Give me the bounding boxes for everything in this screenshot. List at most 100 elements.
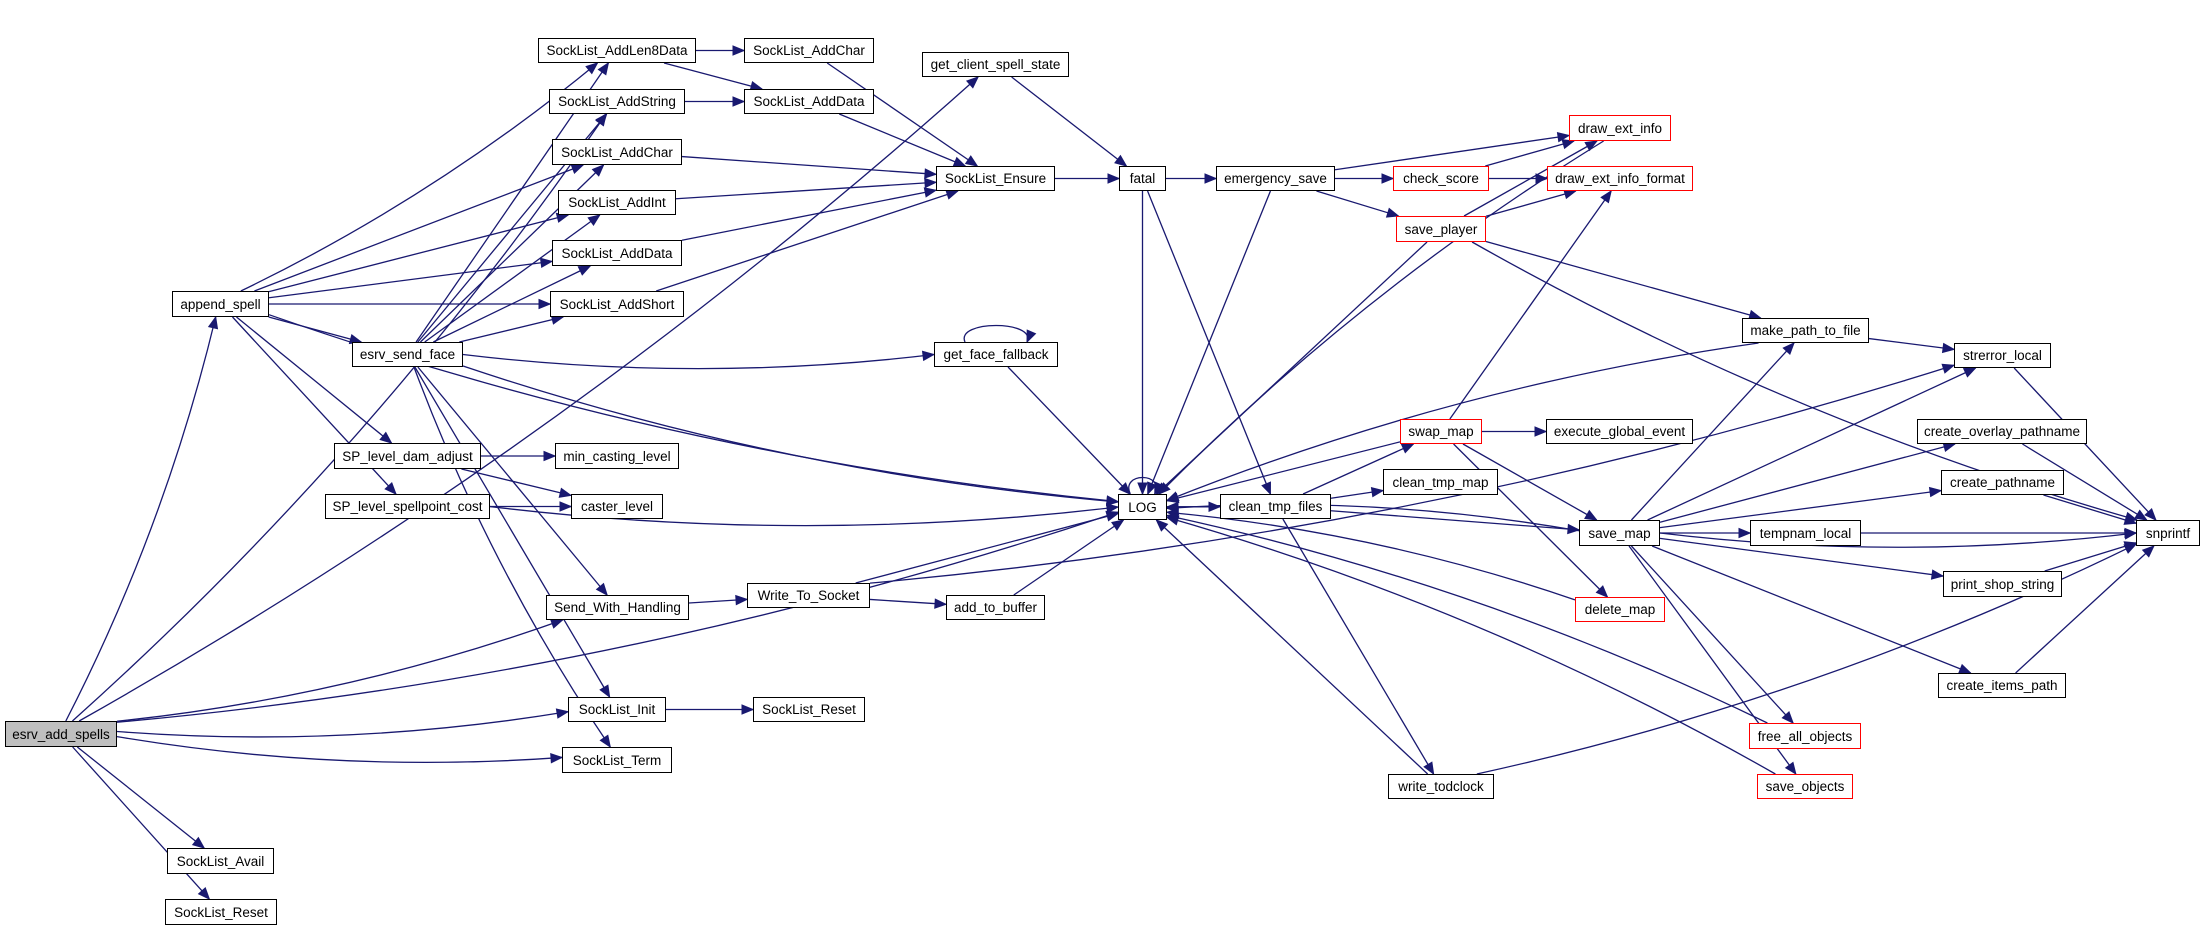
- node-fatal[interactable]: fatal: [1119, 166, 1166, 191]
- arrowhead-icon: [384, 481, 397, 495]
- node-delete-map[interactable]: delete_map: [1575, 597, 1665, 622]
- node-label: SP_level_spellpoint_cost: [332, 499, 483, 514]
- node-save-map[interactable]: save_map: [1579, 520, 1660, 546]
- node-get-client-spell-state[interactable]: get_client_spell_state: [922, 52, 1069, 77]
- node-socklist-ensure[interactable]: SockList_Ensure: [936, 166, 1055, 191]
- arrowhead-icon: [1930, 569, 1945, 580]
- node-socklist-term[interactable]: SockList_Term: [562, 747, 672, 773]
- edge-save-player-to-draw-ext-info-format: [1485, 189, 1577, 217]
- node-get-face-fallback[interactable]: get_face_fallback: [934, 342, 1058, 367]
- edge-line: [116, 735, 563, 764]
- node-draw-ext-info-format[interactable]: draw_ext_info_format: [1547, 166, 1693, 191]
- edge-line: [462, 365, 1119, 503]
- node-socklist-addint[interactable]: SockList_AddInt: [558, 190, 676, 215]
- node-socklist-adddata-a[interactable]: SockList_AddData: [744, 89, 874, 114]
- node-label: esrv_add_spells: [12, 726, 110, 742]
- node-socklist-adddata-b[interactable]: SockList_AddData: [552, 240, 682, 266]
- edge-line: [433, 265, 591, 343]
- arrowhead-icon: [1400, 443, 1415, 454]
- node-socklist-reset-a[interactable]: SockList_Reset: [753, 697, 865, 722]
- edge-line: [1630, 545, 1794, 724]
- node-label: SockList_AddChar: [561, 144, 673, 160]
- node-label: SockList_AddLen8Data: [546, 43, 688, 58]
- node-sp-level-dam-adjust[interactable]: SP_level_dam_adjust: [334, 443, 481, 469]
- node-snprintf[interactable]: snprintf: [2136, 520, 2200, 546]
- edge-append-spell-to-socklist-addlen8data: [240, 62, 599, 292]
- edge-write-todclock-to-log: [1155, 519, 1429, 775]
- node-label: SP_level_dam_adjust: [342, 448, 473, 464]
- arrowhead-icon: [1105, 511, 1120, 522]
- arrowhead-icon: [732, 45, 746, 56]
- arrowhead-icon: [585, 62, 599, 75]
- edge-write-to-socket-to-log: [855, 511, 1120, 584]
- edge-esrv-add-spells-to-socklist-term: [116, 735, 564, 764]
- node-label: min_casting_level: [563, 448, 671, 464]
- node-sp-level-spellpoint-cost[interactable]: SP_level_spellpoint_cost: [325, 494, 490, 519]
- node-socklist-avail[interactable]: SockList_Avail: [167, 848, 274, 874]
- edge-line: [1334, 134, 1570, 171]
- edge-append-spell-to-sp-level-spellpoint-cost: [232, 316, 397, 495]
- node-socklist-addchar-a[interactable]: SockList_AddChar: [744, 38, 874, 63]
- node-draw-ext-info[interactable]: draw_ext_info: [1569, 115, 1671, 141]
- arrowhead-icon: [1584, 509, 1598, 521]
- node-esrv-send-face[interactable]: esrv_send_face: [352, 342, 463, 367]
- node-socklist-init[interactable]: SockList_Init: [568, 697, 666, 722]
- node-create-items-path[interactable]: create_items_path: [1938, 673, 2066, 698]
- edge-line: [268, 260, 553, 299]
- node-add-to-buffer[interactable]: add_to_buffer: [946, 595, 1045, 620]
- arrowhead-icon: [2134, 509, 2148, 521]
- node-write-todclock[interactable]: write_todclock: [1388, 774, 1494, 799]
- node-tempnam-local[interactable]: tempnam_local: [1750, 520, 1861, 546]
- node-label: LOG: [1128, 499, 1157, 515]
- node-print-shop-string[interactable]: print_shop_string: [1943, 571, 2062, 597]
- edge-save-player-to-draw-ext-info: [1463, 140, 1599, 217]
- node-label: SockList_Avail: [176, 853, 265, 869]
- node-append-spell[interactable]: append_spell: [172, 291, 269, 317]
- node-swap-map[interactable]: swap_map: [1400, 419, 1482, 444]
- node-socklist-addstring[interactable]: SockList_AddString: [549, 89, 685, 114]
- node-save-player[interactable]: save_player: [1396, 216, 1486, 242]
- edge-write-to-socket-to-add-to-buffer: [869, 598, 948, 609]
- node-write-to-socket[interactable]: Write_To_Socket: [747, 583, 870, 608]
- arrowhead-icon: [207, 315, 219, 330]
- node-create-pathname[interactable]: create_pathname: [1941, 470, 2064, 495]
- edge-line: [2044, 542, 2137, 572]
- node-socklist-addlen8data[interactable]: SockList_AddLen8Data: [538, 38, 696, 63]
- node-socklist-addshort[interactable]: SockList_AddShort: [550, 291, 684, 317]
- arrowhead-icon: [1118, 482, 1131, 495]
- arrowhead-icon: [1738, 527, 1752, 539]
- node-label: draw_ext_info_format: [1555, 171, 1685, 186]
- node-log[interactable]: LOG: [1118, 494, 1167, 520]
- node-socklist-reset-b[interactable]: SockList_Reset: [165, 899, 277, 925]
- node-label: tempnam_local: [1759, 525, 1852, 541]
- node-caster-level[interactable]: caster_level: [571, 494, 663, 519]
- edge-log-to-log: [1128, 476, 1165, 496]
- arrowhead-icon: [595, 112, 608, 127]
- arrowhead-icon: [965, 76, 980, 89]
- node-clean-tmp-files[interactable]: clean_tmp_files: [1220, 494, 1331, 519]
- node-create-overlay-pathname[interactable]: create_overlay_pathname: [1917, 419, 2087, 444]
- node-send-with-handling[interactable]: Send_With_Handling: [546, 595, 689, 620]
- edge-clean-tmp-files-to-swap-map: [1302, 443, 1415, 495]
- node-socklist-addchar-b[interactable]: SockList_AddChar: [552, 139, 682, 165]
- arrowhead-icon: [1941, 363, 1956, 374]
- edge-esrv-send-face-to-socklist-adddata-b: [433, 265, 592, 343]
- node-free-all-objects[interactable]: free_all_objects: [1749, 723, 1861, 749]
- node-label: get_face_fallback: [943, 347, 1049, 362]
- edge-fatal-to-log: [1137, 191, 1148, 496]
- node-save-objects[interactable]: save_objects: [1757, 774, 1853, 799]
- node-min-casting-level[interactable]: min_casting_level: [555, 443, 679, 469]
- node-check-score[interactable]: check_score: [1393, 166, 1489, 191]
- edge-line: [2013, 367, 2157, 521]
- arrowhead-icon: [1106, 495, 1120, 507]
- arrowhead-icon: [1958, 663, 1972, 674]
- node-clean-tmp-map[interactable]: clean_tmp_map: [1383, 469, 1498, 495]
- edge-line: [419, 164, 605, 343]
- edge-clean-tmp-files-to-clean-tmp-map: [1330, 487, 1385, 499]
- arrowhead-icon: [952, 156, 967, 167]
- node-execute-global-event[interactable]: execute_global_event: [1546, 419, 1693, 444]
- node-esrv-add-spells[interactable]: esrv_add_spells: [5, 721, 117, 747]
- node-strerror-local[interactable]: strerror_local: [1954, 343, 2051, 368]
- node-make-path-to-file[interactable]: make_path_to_file: [1742, 318, 1869, 343]
- node-emergency-save[interactable]: emergency_save: [1216, 166, 1335, 191]
